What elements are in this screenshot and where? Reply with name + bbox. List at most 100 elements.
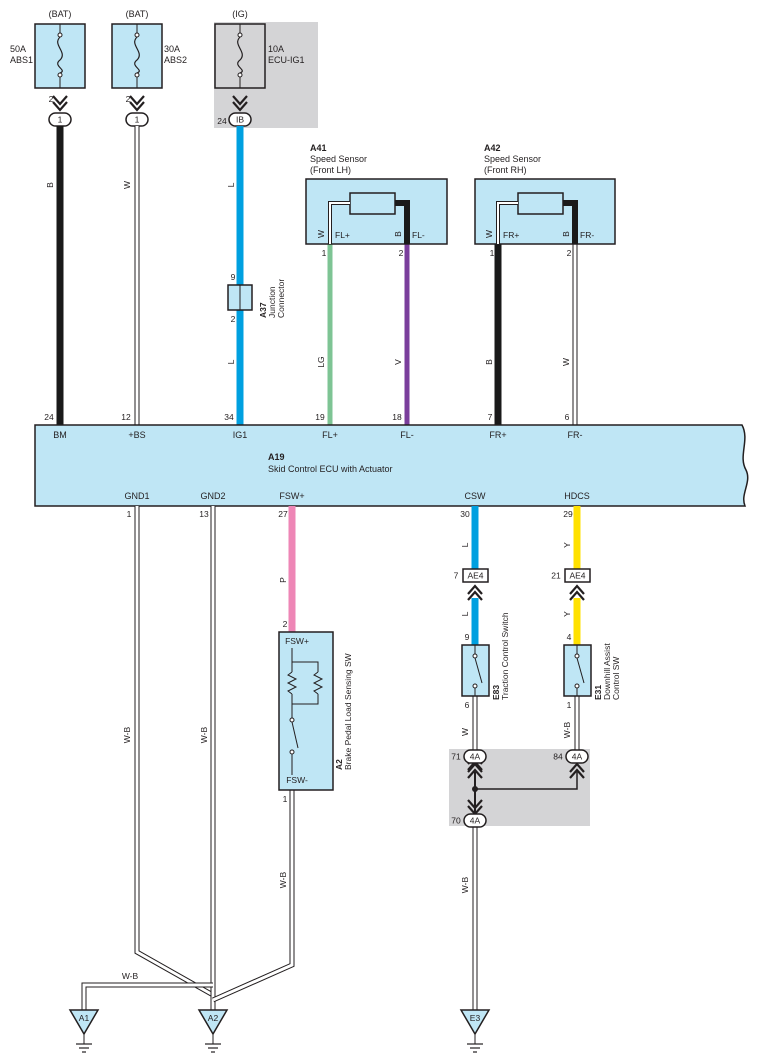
svg-text:FR+: FR+ xyxy=(489,430,506,440)
svg-text:Speed Sensor: Speed Sensor xyxy=(484,154,541,164)
svg-text:L: L xyxy=(460,542,470,547)
bottom-wire-labels: W-B W-B P W-B W-B L L W Y Y W-B W-B xyxy=(122,542,572,981)
svg-text:13: 13 xyxy=(199,509,209,519)
svg-text:24: 24 xyxy=(217,116,227,126)
svg-text:FL+: FL+ xyxy=(335,230,350,240)
svg-text:12: 12 xyxy=(121,412,131,422)
svg-text:L: L xyxy=(226,359,236,364)
svg-text:50A: 50A xyxy=(10,44,26,54)
svg-text:W-B: W-B xyxy=(199,726,209,743)
svg-text:A1: A1 xyxy=(79,1013,90,1023)
connector-arrow-icon xyxy=(467,762,483,779)
connector-arrow-icon xyxy=(129,95,145,112)
svg-text:B: B xyxy=(484,359,494,365)
svg-text:9: 9 xyxy=(465,632,470,642)
switch-contact-icon xyxy=(576,657,585,684)
connector-ae4-hdcs: AE4 21 xyxy=(551,568,591,601)
bottom-wires xyxy=(81,506,581,1010)
speed-sensor-a41: A41 Speed Sensor (Front LH) W FL+ B FL- … xyxy=(305,143,448,258)
svg-text:30A: 30A xyxy=(164,44,180,54)
brake-pedal-load-sensing-sw-a2: FSW+ FSW- 2 1 A2 Brake Pedal Load Sensin… xyxy=(278,619,353,804)
svg-text:(Front LH): (Front LH) xyxy=(310,165,351,175)
svg-text:FSW+: FSW+ xyxy=(279,491,304,501)
svg-text:W: W xyxy=(460,728,470,736)
svg-text:27: 27 xyxy=(278,509,288,519)
fuse-element-icon xyxy=(237,36,243,74)
svg-text:(Front RH): (Front RH) xyxy=(484,165,527,175)
ecu-a19: A19 Skid Control ECU with Actuator 24 BM… xyxy=(34,412,749,519)
svg-text:Y: Y xyxy=(562,542,572,548)
svg-text:71: 71 xyxy=(451,752,461,762)
svg-text:B: B xyxy=(393,231,403,237)
svg-text:1: 1 xyxy=(135,115,140,125)
svg-text:10A: 10A xyxy=(268,44,284,54)
svg-text:E31: E31 xyxy=(593,685,603,700)
svg-text:L: L xyxy=(226,182,236,187)
svg-text:W-B: W-B xyxy=(278,871,288,888)
svg-text:2: 2 xyxy=(283,619,288,629)
svg-text:18: 18 xyxy=(392,412,402,422)
svg-text:2: 2 xyxy=(49,94,54,104)
svg-text:W-B: W-B xyxy=(122,726,132,743)
ground-a2: A2 xyxy=(197,1009,229,1053)
svg-text:W-B: W-B xyxy=(122,971,139,981)
svg-text:FR-: FR- xyxy=(580,230,594,240)
ground-icon xyxy=(68,1009,100,1036)
svg-text:1: 1 xyxy=(283,794,288,804)
ground-e3: E3 xyxy=(459,1009,491,1053)
svg-text:Y: Y xyxy=(562,611,572,617)
svg-text:19: 19 xyxy=(315,412,325,422)
svg-text:4A: 4A xyxy=(470,752,481,762)
sensor-coil-icon xyxy=(517,192,564,215)
svg-text:HDCS: HDCS xyxy=(564,491,590,501)
svg-text:84: 84 xyxy=(553,752,563,762)
svg-text:4A: 4A xyxy=(572,752,583,762)
svg-text:Control SW: Control SW xyxy=(611,657,621,700)
svg-text:2: 2 xyxy=(231,314,236,324)
svg-text:6: 6 xyxy=(465,700,470,710)
fuse-element-icon xyxy=(57,36,63,74)
svg-text:B: B xyxy=(561,231,571,237)
svg-text:4: 4 xyxy=(567,632,572,642)
connector-arrow-icon xyxy=(52,95,68,112)
ground-icon xyxy=(459,1009,491,1036)
svg-text:W-B: W-B xyxy=(562,721,572,738)
svg-text:FL+: FL+ xyxy=(322,430,338,440)
svg-text:V: V xyxy=(393,359,403,365)
svg-text:LG: LG xyxy=(316,356,326,367)
svg-text:Traction Control Switch: Traction Control Switch xyxy=(500,612,510,700)
switch-contact-icon xyxy=(291,721,299,749)
svg-text:29: 29 xyxy=(563,509,573,519)
fuse-ecu-ig1: (IG) 10A ECU-IG1 24 xyxy=(214,9,305,126)
svg-text:(IG): (IG) xyxy=(232,9,248,19)
svg-text:IB: IB xyxy=(236,115,244,125)
svg-text:6: 6 xyxy=(565,412,570,422)
svg-text:E3: E3 xyxy=(470,1013,481,1023)
svg-text:1: 1 xyxy=(567,700,572,710)
fuse-element-icon xyxy=(134,36,140,74)
svg-text:BM: BM xyxy=(53,430,67,440)
svg-text:W: W xyxy=(561,358,571,366)
svg-text:24: 24 xyxy=(44,412,54,422)
svg-text:A41: A41 xyxy=(310,143,327,153)
junction-4a: 4A 71 4A 84 4A 70 xyxy=(451,749,589,828)
svg-text:21: 21 xyxy=(551,571,561,581)
svg-text:1: 1 xyxy=(490,248,495,258)
svg-text:9: 9 xyxy=(231,272,236,282)
svg-text:A2: A2 xyxy=(334,759,344,770)
svg-text:+BS: +BS xyxy=(128,430,145,440)
svg-text:A37: A37 xyxy=(258,302,268,318)
svg-text:1: 1 xyxy=(58,115,63,125)
svg-text:2: 2 xyxy=(567,248,572,258)
ground-icon xyxy=(197,1009,229,1036)
svg-text:Downhill Assist: Downhill Assist xyxy=(602,643,612,700)
svg-text:FR-: FR- xyxy=(568,430,583,440)
svg-text:W: W xyxy=(484,230,494,238)
svg-text:Brake Pedal Load Sensing SW: Brake Pedal Load Sensing SW xyxy=(343,653,353,770)
svg-text:FSW-: FSW- xyxy=(286,775,308,785)
svg-text:FR+: FR+ xyxy=(503,230,519,240)
svg-text:A2: A2 xyxy=(208,1013,219,1023)
connector-ae4-csw: AE4 7 xyxy=(454,568,489,601)
svg-text:2: 2 xyxy=(399,248,404,258)
